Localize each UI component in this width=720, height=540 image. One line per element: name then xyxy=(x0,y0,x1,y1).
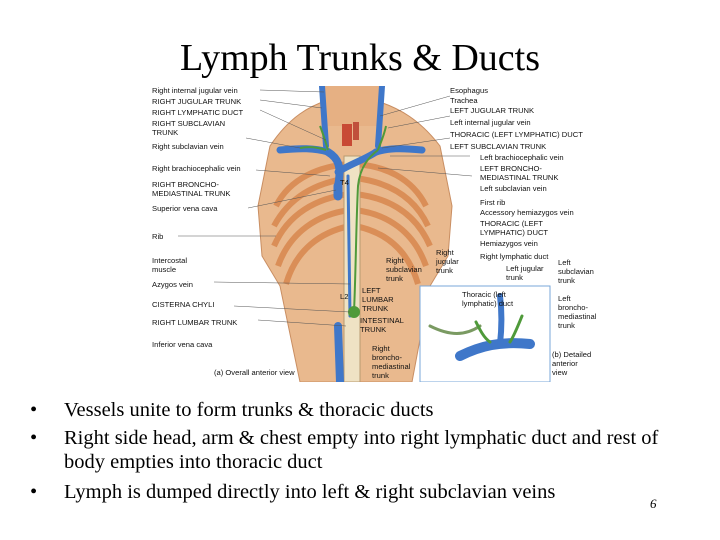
bullet-dot-icon: • xyxy=(30,427,38,449)
bullet-item: • Vessels unite to form trunks & thoraci… xyxy=(30,398,690,422)
label-l2: L2 xyxy=(340,292,349,301)
label-intercostal-muscle: Intercostal muscle xyxy=(152,256,188,274)
label-right-jugular-trunk: RIGHT JUGULAR TRUNK xyxy=(152,97,242,106)
leader-lines xyxy=(178,89,473,327)
label-left-subclavian-vein: Left subclavian vein xyxy=(480,184,547,193)
label-left-brachiocephalic-vein: Left brachiocephalic vein xyxy=(480,153,564,162)
label-first-rib: First rib xyxy=(480,198,506,207)
label-right-lumbar-trunk: RIGHT LUMBAR TRUNK xyxy=(152,318,238,327)
label-trachea: Trachea xyxy=(450,96,478,105)
label-inset-right-lymphatic-duct: Right lymphatic duct xyxy=(480,252,549,261)
label-accessory-hemiazygos-vein: Accessory hemiazygos vein xyxy=(480,208,574,217)
label-left-jugular-trunk: LEFT JUGULAR TRUNK xyxy=(450,106,535,115)
label-thoracic-left-lymphatic-duct: THORACIC (LEFT LYMPHATIC) DUCT xyxy=(480,219,549,237)
label-inset-left-jugular-trunk: Left jugular trunk xyxy=(506,264,544,282)
trachea xyxy=(342,124,352,146)
label-inferior-vena-cava: Inferior vena cava xyxy=(152,340,213,349)
label-inset-left-bronchomediastinal-trunk: Left broncho- mediastinal trunk xyxy=(558,294,597,330)
label-left-internal-jugular-vein: Left internal jugular vein xyxy=(450,118,531,127)
anatomy-illustration xyxy=(178,86,551,382)
neck xyxy=(322,86,382,126)
label-inset-right-bronchomediastinal-trunk: Right broncho- mediastinal trunk xyxy=(372,344,411,380)
label-cisterna-chyli: CISTERNA CHYLI xyxy=(152,300,215,309)
label-superior-vena-cava: Superior vena cava xyxy=(152,204,218,213)
page-number: 6 xyxy=(650,496,657,511)
label-esophagus: Esophagus xyxy=(450,86,488,95)
bullet-text: Right side head, arm & chest empty into … xyxy=(64,427,659,473)
label-right-bronchomediastinal-trunk: RIGHT BRONCHO- MEDIASTINAL TRUNK xyxy=(152,180,231,198)
caption-overall-anterior-view: (a) Overall anterior view xyxy=(214,368,295,377)
inset-vessels xyxy=(428,293,535,361)
slide-title: Lymph Trunks & Ducts xyxy=(179,37,541,79)
bullet-list: • Vessels unite to form trunks & thoraci… xyxy=(30,398,690,508)
bullet-text: Vessels unite to form trunks & thoracic … xyxy=(64,399,434,421)
label-right-brachiocephalic-vein: Right brachiocephalic vein xyxy=(152,164,241,173)
caption-detailed-anterior-view: (b) Detailed anterior view xyxy=(552,350,592,377)
label-thoracic-duct: THORACIC (LEFT LYMPHATIC) DUCT xyxy=(450,130,583,139)
lymph-anatomy-figure: Right internal jugular vein RIGHT JUGULA… xyxy=(150,86,602,382)
label-right-lymphatic-duct: RIGHT LYMPHATIC DUCT xyxy=(152,108,244,117)
label-inset-thoracic-duct: Thoracic (left lymphatic) duct xyxy=(462,290,514,308)
esophagus xyxy=(353,122,359,140)
detail-inset xyxy=(419,285,551,382)
label-left-lumbar-trunk: LEFT LUMBAR TRUNK xyxy=(362,286,394,313)
label-left-bronchomediastinal-trunk: LEFT BRONCHO- MEDIASTINAL TRUNK xyxy=(480,164,559,182)
bullet-item: • Lymph is dumped directly into left & r… xyxy=(30,480,690,504)
rib-cage xyxy=(271,161,433,285)
label-right-subclavian-vein: Right subclavian vein xyxy=(152,142,224,151)
bullet-text: Lymph is dumped directly into left & rig… xyxy=(64,481,556,503)
label-hemiazygos-vein: Hemiazygos vein xyxy=(480,239,538,248)
label-left-subclavian-trunk: LEFT SUBCLAVIAN TRUNK xyxy=(450,142,547,151)
label-right-subclavian-trunk: RIGHT SUBCLAVIAN TRUNK xyxy=(152,119,226,137)
label-inset-left-subclavian-trunk: Left subclavian trunk xyxy=(558,258,594,285)
label-right-internal-jugular-vein: Right internal jugular vein xyxy=(152,86,238,95)
bullet-dot-icon: • xyxy=(30,481,38,503)
label-inset-right-subclavian-trunk: Right subclavian trunk xyxy=(386,256,422,283)
label-azygos-vein: Azygos vein xyxy=(152,280,193,289)
bullet-item: • Right side head, arm & chest empty int… xyxy=(30,426,690,474)
label-rib: Rib xyxy=(152,232,164,241)
bullet-dot-icon: • xyxy=(30,399,38,421)
label-inset-right-jugular-trunk: Right jugular trunk xyxy=(436,248,459,275)
label-t4: T4 xyxy=(340,178,349,187)
label-intestinal-trunk: INTESTINAL TRUNK xyxy=(360,316,404,334)
